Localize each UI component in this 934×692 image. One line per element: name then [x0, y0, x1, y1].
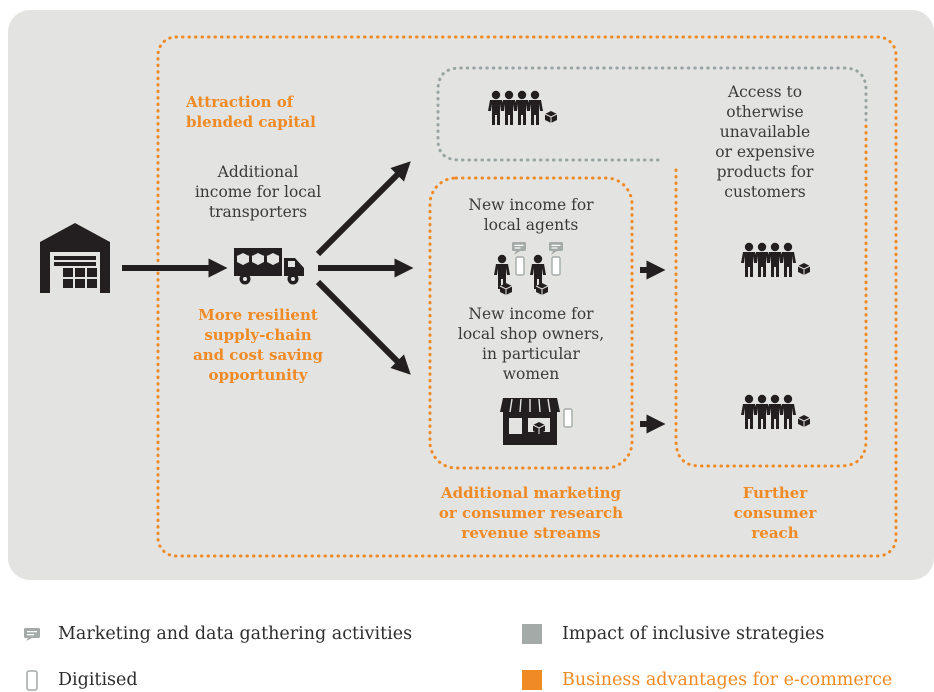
legend-impact: Impact of inclusive strategies: [522, 622, 824, 646]
phone-icon: [26, 670, 38, 691]
further-reach-label: Further consumer reach: [733, 484, 817, 542]
shop-icon: [500, 398, 560, 445]
grey-swatch: [522, 624, 542, 644]
customer-access-boundary: [436, 66, 868, 162]
resilient-label: More resilient supply-chain and cost sav…: [192, 306, 324, 384]
phone-icon: [563, 408, 573, 428]
truck-icon: [234, 248, 304, 285]
chat-icon: [24, 628, 40, 641]
warehouse-icon: [40, 223, 110, 293]
legend-marketing-label: Marketing and data gathering activities: [58, 624, 413, 644]
marketing-streams-label: Additional marketing or consumer researc…: [438, 484, 624, 542]
legend-business: Business advantages for e-commerce: [522, 668, 892, 692]
attraction-label: Attraction of blended capital: [186, 93, 316, 131]
arrow-truck-down: [315, 279, 411, 375]
legend-digitised-label: Digitised: [58, 670, 138, 690]
transporters-label: Additional income for local transporters: [194, 163, 322, 221]
agents-label: New income for local agents: [468, 196, 594, 234]
outer-boundary: [156, 35, 898, 558]
diagram-panel: [8, 10, 934, 580]
agents-boundary: [428, 176, 634, 470]
chat-icon: [512, 242, 563, 255]
arrow-truck-up: [315, 161, 411, 257]
people-group-icon: [741, 243, 810, 277]
orange-swatch: [522, 670, 542, 690]
legend-marketing: Marketing and data gathering activities: [22, 622, 412, 646]
shop-owners-label: New income for local shop owners, in par…: [457, 305, 605, 383]
people-group-icon: [741, 395, 810, 429]
legend-digitised: Digitised: [22, 668, 138, 692]
legend-business-label: Business advantages for e-commerce: [562, 670, 893, 690]
reach-boundary: [674, 123, 868, 468]
legend-impact-label: Impact of inclusive strategies: [562, 624, 825, 644]
people-group-icon: [488, 91, 557, 125]
access-label: Access to otherwise unavailable or expen…: [715, 83, 815, 201]
